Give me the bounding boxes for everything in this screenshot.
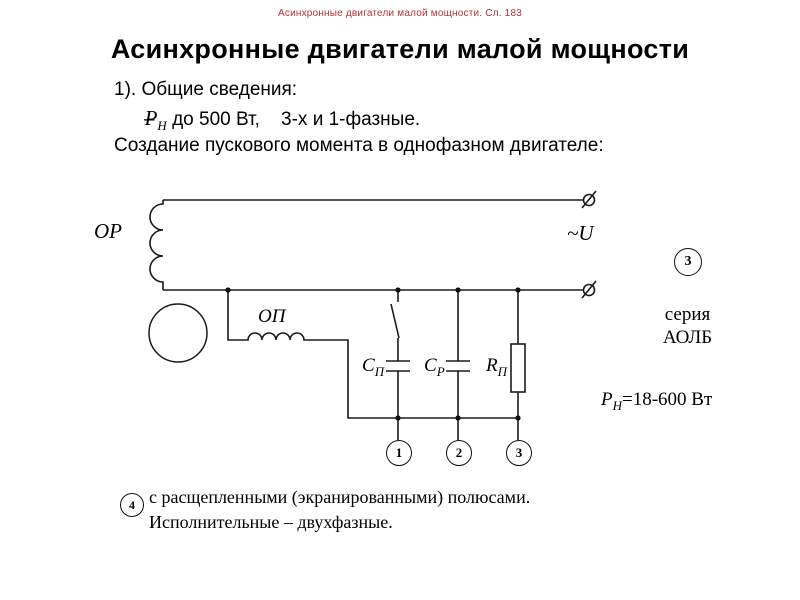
series-annotation: серия АОЛБ <box>635 303 740 349</box>
run-capacitor-branch <box>446 290 470 440</box>
series-name-line1: серия <box>664 304 711 325</box>
rotor-circle <box>148 303 208 363</box>
dash: – <box>144 109 155 130</box>
capacitor-icon <box>386 360 410 372</box>
junction-dots <box>225 287 521 421</box>
terminal-icon <box>582 193 596 207</box>
text-power-range: –РН до 500 Вт, 3-х и 1-фазные. <box>144 106 420 134</box>
series-power-rating: РН=18-600 Вт <box>601 389 712 414</box>
switch-icon <box>390 303 400 339</box>
series-variant-badge: 3 <box>674 248 702 276</box>
power-symbol: Р <box>144 106 158 130</box>
variant-1-badge: 1 <box>386 440 412 466</box>
series-name-line2: АОЛБ <box>662 327 713 348</box>
text-general-info: 1). Общие сведения: <box>114 79 298 100</box>
text-starting-torque: Создание пускового момента в однофазном … <box>114 135 604 156</box>
start-resistor-label: RП <box>486 355 507 379</box>
power-value: =18-600 Вт <box>622 389 713 410</box>
slide-header: Асинхронные двигатели малой мощности. Сл… <box>278 8 522 19</box>
variant-3-badge: 3 <box>506 440 532 466</box>
bottom-rail <box>163 280 597 299</box>
footer-line-two-phase: Исполнительные – двухфазные. <box>149 512 393 532</box>
footer-line-shaded-pole: с расщепленными (экранированными) полюса… <box>149 487 531 507</box>
variant-2-badge: 2 <box>446 440 472 466</box>
start-capacitor-label: СП <box>362 355 385 379</box>
page-title: Асинхронные двигатели малой мощности <box>110 34 690 64</box>
run-capacitor-label: СР <box>424 355 445 379</box>
power-symbol: Р <box>601 389 613 410</box>
aux-winding-label: ОП <box>258 306 286 327</box>
resistor-icon <box>510 343 526 393</box>
top-rail <box>163 190 597 209</box>
power-symbol-subscript: Н <box>157 117 167 133</box>
main-winding-coil <box>149 200 164 290</box>
terminal-icon <box>582 283 596 297</box>
aux-winding-branch <box>227 290 518 419</box>
capacitor-icon <box>446 360 470 372</box>
supply-voltage-label: ~U <box>567 221 594 245</box>
power-symbol-subscript: Н <box>612 397 622 413</box>
variant-4-badge: 4 <box>120 493 144 517</box>
main-winding-label: ОР <box>94 219 122 243</box>
power-range-text: до 500 Вт, 3-х и 1-фазные. <box>166 109 421 130</box>
